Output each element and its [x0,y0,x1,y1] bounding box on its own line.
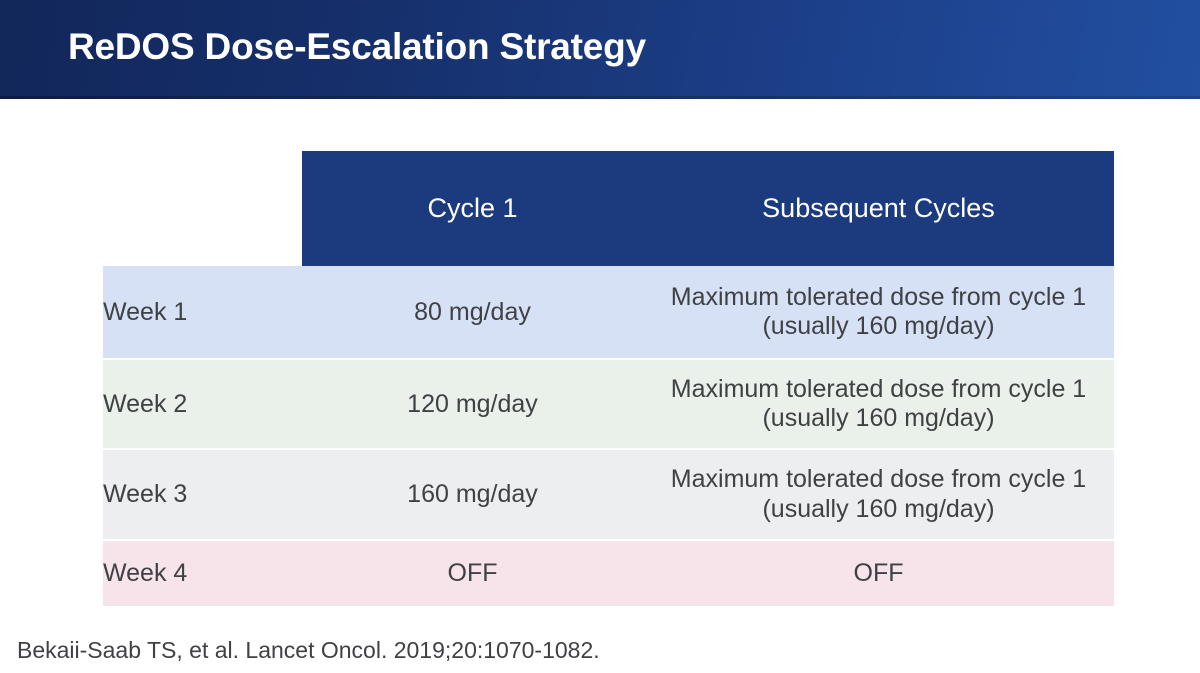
row-label-week-1: Week 1 [103,266,302,359]
cell-week-4-cycle-1: OFF [302,539,643,606]
cell-week-1-subsequent: Maximum tolerated dose from cycle 1 (usu… [643,266,1114,359]
slide-title-band: ReDOS Dose-Escalation Strategy [0,0,1200,99]
cell-week-1-cycle-1: 80 mg/day [302,266,643,359]
table-row: Week 1 80 mg/day Maximum tolerated dose … [103,266,1114,359]
cell-week-2-cycle-1: 120 mg/day [302,358,643,449]
column-header-subsequent-cycles: Subsequent Cycles [643,151,1114,266]
cell-week-2-subsequent: Maximum tolerated dose from cycle 1 (usu… [643,358,1114,449]
column-header-blank [103,151,302,266]
table-row: Week 2 120 mg/day Maximum tolerated dose… [103,358,1114,449]
cell-week-3-cycle-1: 160 mg/day [302,448,643,540]
table-header: Cycle 1 Subsequent Cycles [103,151,1114,266]
row-label-week-3: Week 3 [103,448,302,540]
cell-week-4-subsequent: OFF [643,539,1114,606]
dose-escalation-table: Cycle 1 Subsequent Cycles Week 1 80 mg/d… [103,151,1114,606]
table-header-row: Cycle 1 Subsequent Cycles [103,151,1114,266]
table-body: Week 1 80 mg/day Maximum tolerated dose … [103,266,1114,606]
page-title: ReDOS Dose-Escalation Strategy [68,26,646,67]
table-row: Week 4 OFF OFF [103,539,1114,606]
dose-escalation-table-container: Cycle 1 Subsequent Cycles Week 1 80 mg/d… [103,151,1114,606]
row-label-week-4: Week 4 [103,539,302,606]
cell-week-3-subsequent: Maximum tolerated dose from cycle 1 (usu… [643,448,1114,540]
column-header-cycle-1: Cycle 1 [302,151,643,266]
row-label-week-2: Week 2 [103,358,302,449]
table-row: Week 3 160 mg/day Maximum tolerated dose… [103,448,1114,540]
citation-text: Bekaii-Saab TS, et al. Lancet Oncol. 201… [17,637,600,663]
